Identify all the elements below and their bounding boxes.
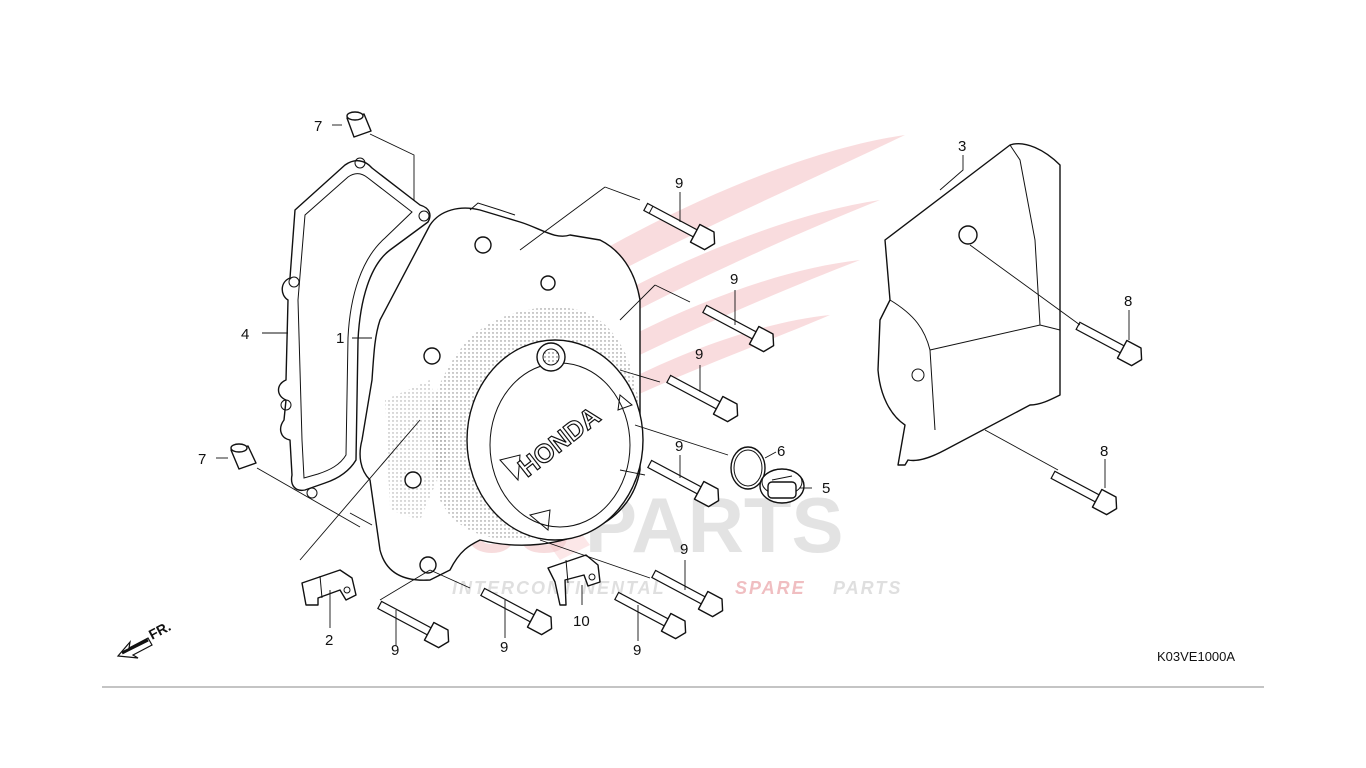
part-timing-cap (759, 468, 805, 504)
callout-9-b: 9 (730, 271, 738, 288)
callout-4: 4 (241, 326, 249, 343)
part-gasket (277, 157, 431, 499)
part-o-ring (730, 446, 766, 490)
bolt-8-b (1050, 470, 1118, 516)
callout-10: 10 (573, 613, 590, 630)
part-dowel-pin-lower (230, 443, 257, 470)
callouts: 7 4 1 7 2 9 9 10 9 9 9 9 9 9 6 5 3 8 8 (198, 118, 1132, 659)
callout-9-e: 9 (680, 541, 688, 558)
callout-8-upper: 8 (1124, 293, 1132, 310)
bolt-9-h (614, 591, 687, 640)
callout-2: 2 (325, 632, 333, 649)
callout-9-f: 9 (391, 642, 399, 659)
callout-1: 1 (336, 330, 344, 347)
callout-6: 6 (777, 443, 785, 460)
watermark-tagline-3: PARTS (833, 578, 902, 598)
part-clamp-10 (547, 554, 601, 606)
diagram-code: K03VE1000A (1157, 649, 1235, 664)
bolt-8-a (1075, 321, 1143, 367)
bolt-9-c (666, 374, 739, 423)
callout-7-lower: 7 (198, 451, 206, 468)
bolt-9-g (480, 587, 553, 636)
part-dowel-pin-upper (346, 111, 372, 138)
part-left-crankcase-cover: HONDA (359, 202, 644, 581)
bolts (377, 202, 1143, 649)
front-direction-marker: FR. (116, 618, 173, 659)
bolt-9-d (647, 459, 720, 508)
callout-3: 3 (958, 138, 966, 155)
callout-5: 5 (822, 480, 830, 497)
callout-9-a: 9 (675, 175, 683, 192)
callout-9-c: 9 (695, 346, 703, 363)
bolt-9-a (643, 202, 716, 251)
callout-8-lower: 8 (1100, 443, 1108, 460)
callout-9-h: 9 (633, 642, 641, 659)
front-label: FR. (146, 618, 173, 643)
callout-9-g: 9 (500, 639, 508, 656)
callout-9-d: 9 (675, 438, 683, 455)
bolt-9-b (702, 304, 775, 353)
bolt-9-e (651, 569, 724, 618)
bolt-9-f (377, 600, 450, 649)
leader-lines (216, 124, 1130, 645)
part-sprocket-cover (877, 143, 1061, 466)
callout-7-upper: 7 (314, 118, 322, 135)
part-clamp-2 (301, 569, 357, 606)
watermark-tagline-2: SPARE (735, 578, 806, 598)
